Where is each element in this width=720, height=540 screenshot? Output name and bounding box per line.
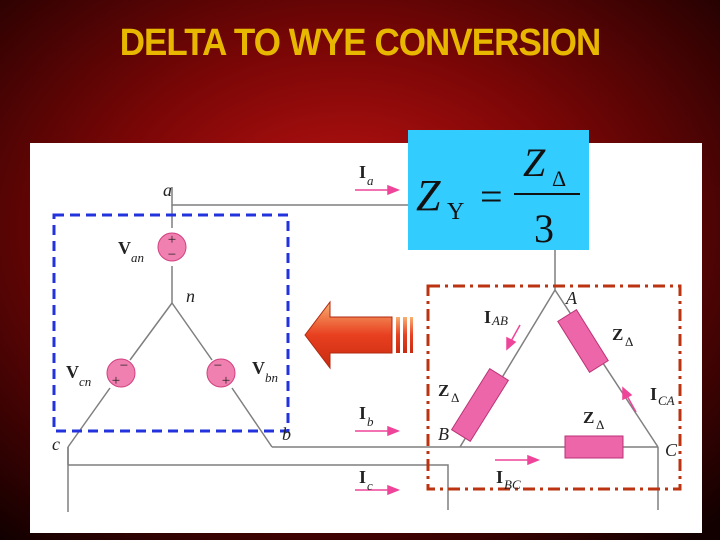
label-z-ca-main: Z <box>612 325 623 344</box>
resistor-bc <box>564 435 624 459</box>
formula-num-sub: Δ <box>552 166 566 191</box>
node-label-B: B <box>438 424 449 444</box>
label-vbn-main: V <box>252 358 265 378</box>
label-iab-main: I <box>484 307 491 327</box>
label-ica-main: I <box>650 384 657 404</box>
formula-num-main: Z <box>523 140 546 185</box>
label-z-ca-sub: Δ <box>625 334 633 349</box>
formula-equals: = <box>480 174 503 219</box>
label-ibc-main: I <box>496 467 503 487</box>
label-ic-main: I <box>359 467 366 487</box>
label-ib-main: I <box>359 403 366 423</box>
label-vcn-main: V <box>66 362 79 382</box>
formula-lhs-main: Z <box>416 171 441 220</box>
source-vbn: − + <box>206 358 236 389</box>
plus-sign: + <box>168 232 176 248</box>
node-label-c: c <box>52 434 60 454</box>
source-van: + − <box>157 232 187 263</box>
label-ia-sub: a <box>367 173 374 188</box>
label-van-sub: an <box>131 250 144 265</box>
label-iab-sub: AB <box>491 313 508 328</box>
current-arrows <box>355 184 637 496</box>
formula-box: Z Y = Z Δ 3 <box>408 130 589 251</box>
delta-highlight-box <box>426 284 682 491</box>
plus-sign: + <box>222 373 230 389</box>
label-ica-sub: CA <box>658 393 675 408</box>
source-vcn: − + <box>106 358 136 389</box>
label-vcn-sub: cn <box>79 374 91 389</box>
node-label-n: n <box>186 286 195 306</box>
resistor-ab <box>450 367 510 443</box>
label-ibc-sub: BC <box>504 477 521 492</box>
label-vbn-sub: bn <box>265 370 278 385</box>
minus-sign: − <box>168 247 176 263</box>
plus-sign: + <box>112 373 120 389</box>
wye-highlight-box <box>52 213 290 433</box>
label-z-bc-main: Z <box>583 408 594 427</box>
node-label-a: a <box>163 180 172 200</box>
formula-lhs-sub: Y <box>447 199 464 225</box>
node-label-A: A <box>565 288 578 308</box>
label-van-main: V <box>118 238 131 258</box>
label-z-ab-sub: Δ <box>451 390 459 405</box>
label-z-ab-main: Z <box>438 381 449 400</box>
label-ib-sub: b <box>367 414 374 429</box>
label-ia-main: I <box>359 162 366 182</box>
node-label-b: b <box>282 424 291 444</box>
resistor-ca <box>557 309 609 373</box>
label-ic-sub: c <box>367 478 373 493</box>
node-label-C: C <box>665 440 678 460</box>
minus-sign: − <box>214 358 222 374</box>
minus-sign: − <box>120 358 128 374</box>
slide-title: DELTA TO WYE CONVERSION <box>119 22 602 64</box>
label-z-bc-sub: Δ <box>596 417 604 432</box>
formula-den: 3 <box>534 206 554 251</box>
conversion-arrow <box>304 300 413 370</box>
